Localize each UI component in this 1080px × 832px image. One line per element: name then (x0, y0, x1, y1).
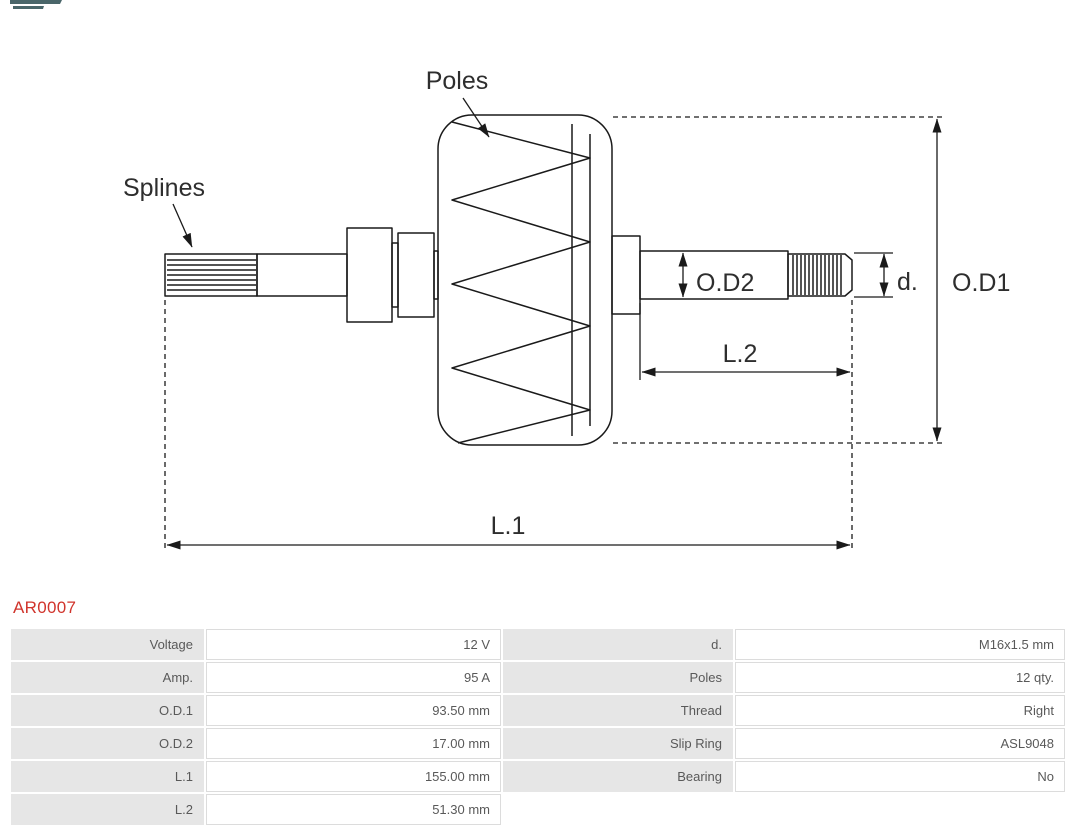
brand-logo-icon (10, 0, 62, 9)
d-label: d. (897, 268, 918, 296)
thread-section (787, 253, 853, 297)
spec-label-cell: Slip Ring (503, 728, 733, 759)
spec-label-cell: O.D.2 (11, 728, 204, 759)
l1-label: L.1 (491, 512, 526, 540)
rotor-technical-diagram: Poles Splines O.D2 d. O.D1 L.2 L.1 (10, 0, 1010, 552)
od1-label: O.D1 (952, 269, 1010, 297)
od2-label: O.D2 (696, 269, 754, 297)
spec-value-cell: 17.00 mm (206, 728, 501, 759)
spec-value-cell: 95 A (206, 662, 501, 693)
rotor-outline (164, 114, 853, 446)
l2-label: L.2 (723, 340, 758, 368)
spec-label-cell: Amp. (11, 662, 204, 693)
spec-label-cell: Poles (503, 662, 733, 693)
spec-value-cell: M16x1.5 mm (735, 629, 1065, 660)
spec-row: Amp. 95 A Poles 12 qty. (11, 662, 1065, 693)
part-number: AR0007 (13, 598, 77, 617)
spec-table: Voltage 12 V d. M16x1.5 mm Amp. 95 A Pol… (9, 627, 1067, 827)
dimension-lines (164, 97, 946, 552)
splines-label: Splines (123, 174, 205, 202)
spec-value-cell: 155.00 mm (206, 761, 501, 792)
spec-label-cell-empty (503, 794, 733, 825)
spec-label-cell: L.2 (11, 794, 204, 825)
poles-leader-arrow (462, 97, 490, 138)
spec-label-cell: L.1 (11, 761, 204, 792)
spec-value-cell: ASL9048 (735, 728, 1065, 759)
spec-value-cell: 12 V (206, 629, 501, 660)
spec-row: Voltage 12 V d. M16x1.5 mm (11, 629, 1065, 660)
spec-value-cell: 51.30 mm (206, 794, 501, 825)
spec-label-cell: Thread (503, 695, 733, 726)
collar-1 (346, 227, 393, 323)
spec-label-cell: O.D.1 (11, 695, 204, 726)
right-collar (611, 235, 641, 315)
collar-2 (397, 232, 435, 318)
spec-value-cell: No (735, 761, 1065, 792)
spec-row: O.D.2 17.00 mm Slip Ring ASL9048 (11, 728, 1065, 759)
poles-label: Poles (426, 67, 489, 95)
spec-value-cell-empty (735, 794, 1065, 825)
spec-row: L.1 155.00 mm Bearing No (11, 761, 1065, 792)
spec-row: L.2 51.30 mm (11, 794, 1065, 825)
spec-value-cell: 12 qty. (735, 662, 1065, 693)
splines-leader-arrow (172, 203, 193, 248)
left-shaft (256, 253, 348, 297)
claw-poles (451, 121, 591, 444)
spec-label-cell: d. (503, 629, 733, 660)
spec-value-cell: Right (735, 695, 1065, 726)
spec-value-cell: 93.50 mm (206, 695, 501, 726)
spec-label-cell: Bearing (503, 761, 733, 792)
spec-row: O.D.1 93.50 mm Thread Right (11, 695, 1065, 726)
spec-label-cell: Voltage (11, 629, 204, 660)
